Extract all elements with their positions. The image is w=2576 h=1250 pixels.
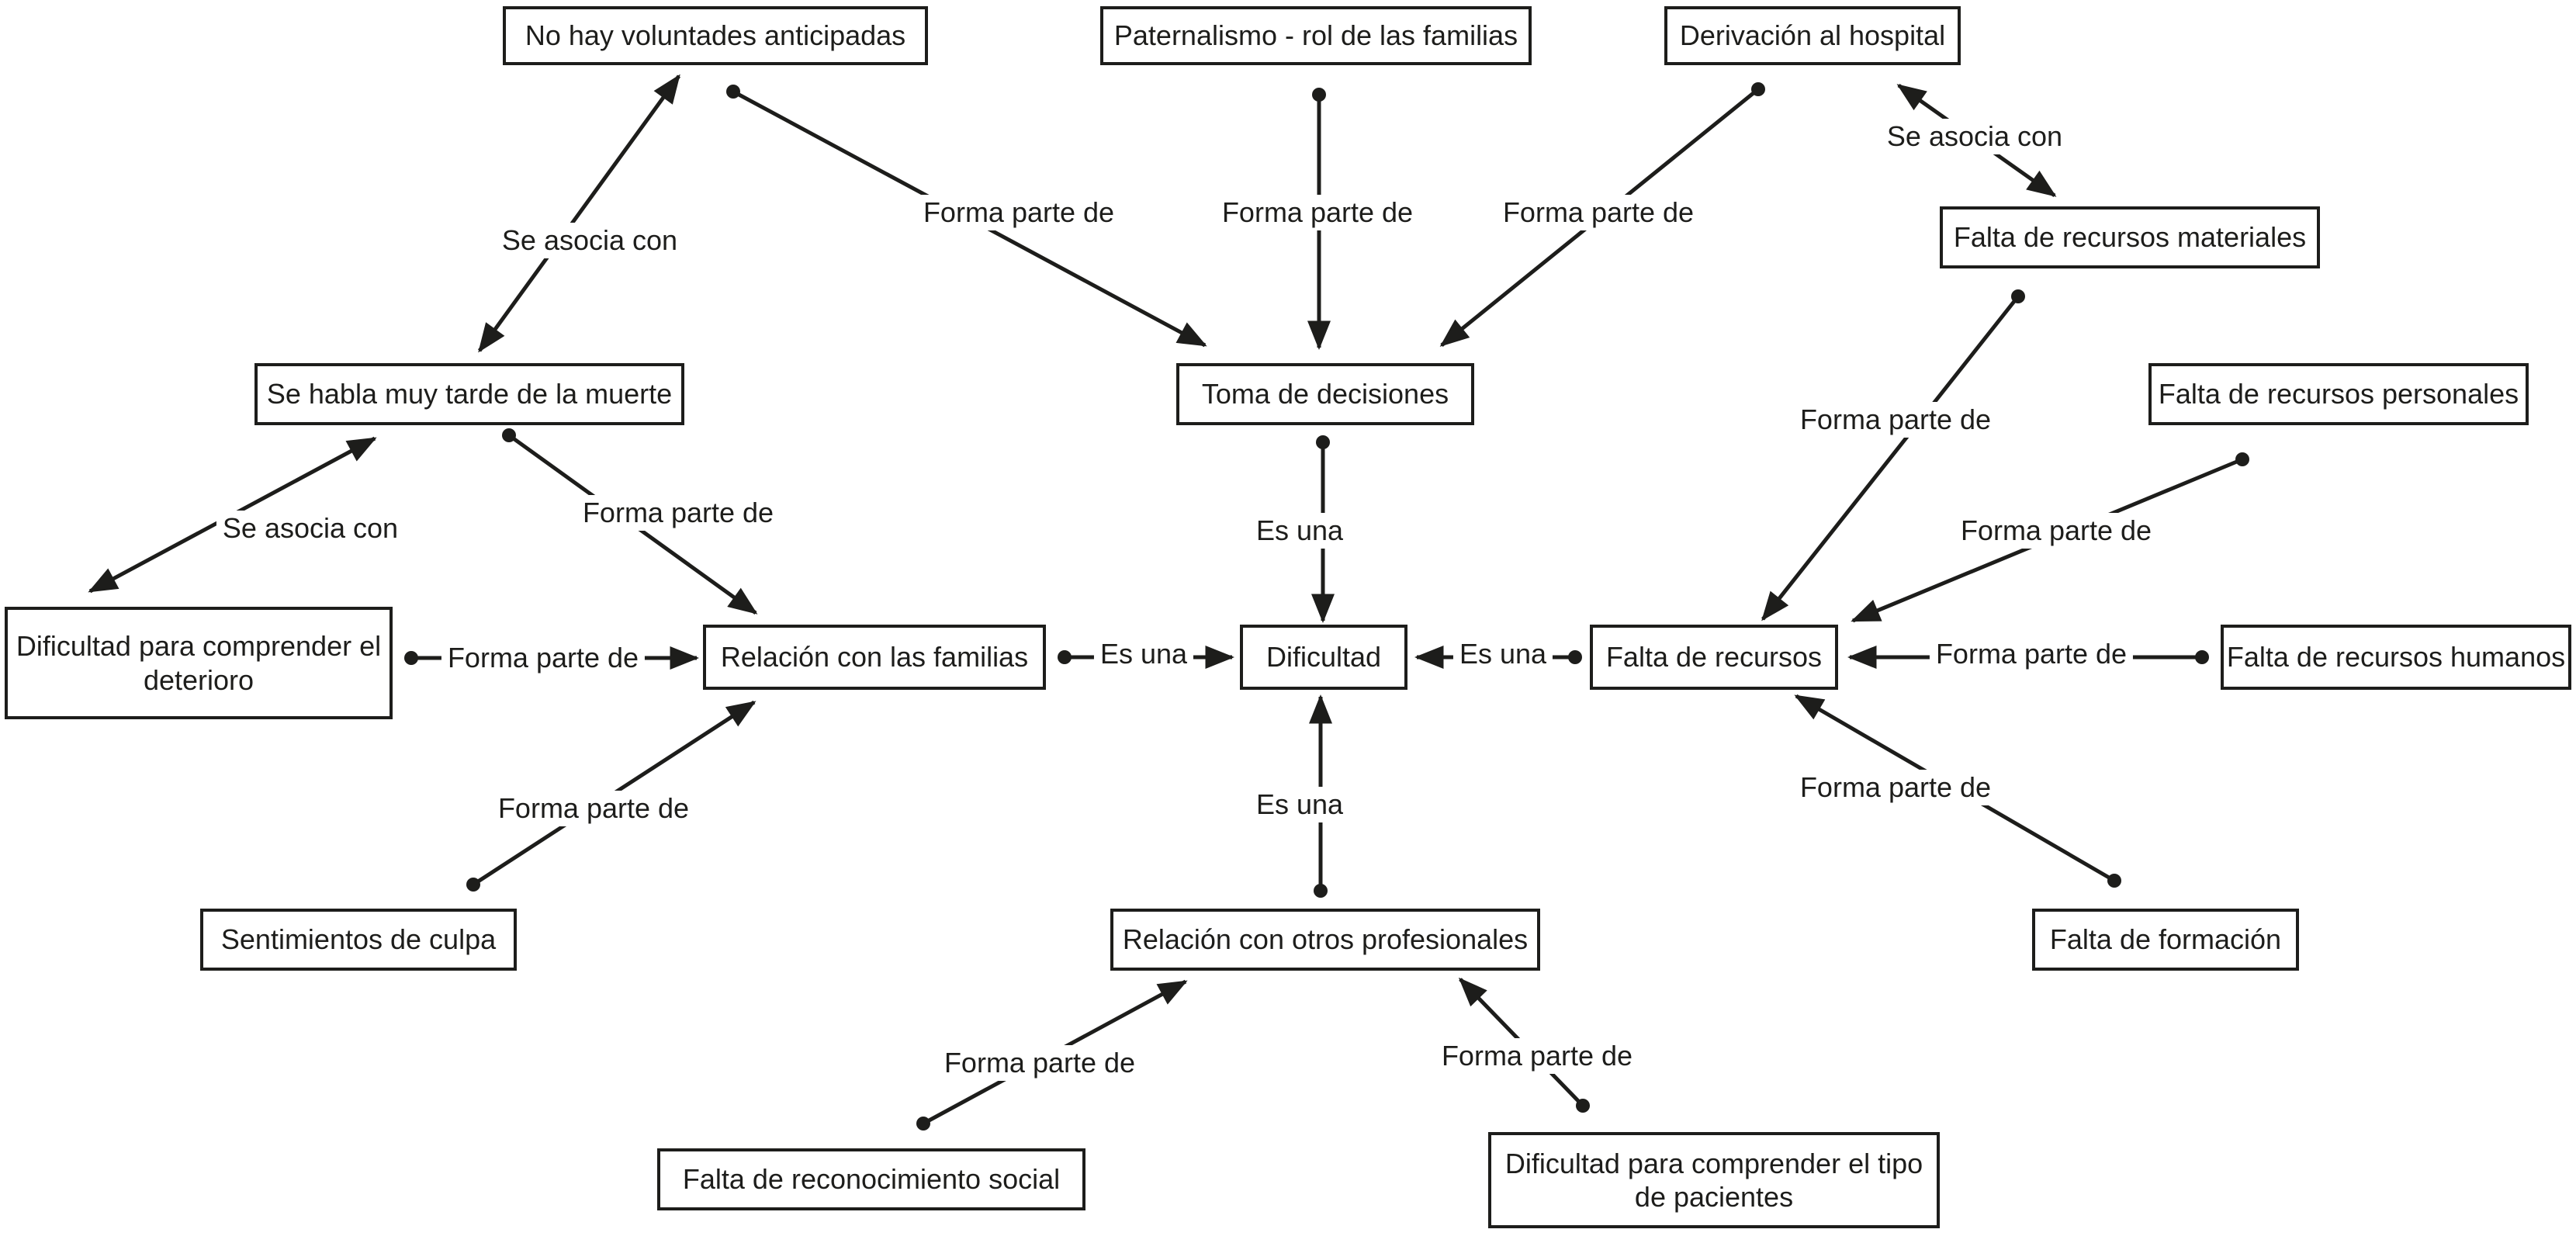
edge-label-es-una: Es una: [1249, 787, 1350, 822]
node-derivacion: Derivación al hospital: [1664, 6, 1961, 65]
node-falta-recursos: Falta de recursos: [1590, 625, 1838, 690]
edge-label-forma-parte-de: Forma parte de: [1435, 1038, 1639, 1074]
node-paternalismo: Paternalismo - rol de las familias: [1100, 6, 1532, 65]
node-dificultad-deterioro: Dificultad para comprender el deterioro: [5, 607, 393, 719]
node-habla-tarde: Se habla muy tarde de la muerte: [254, 363, 684, 425]
edge-label-forma-parte-de: Forma parte de: [916, 195, 1121, 230]
node-toma-decisiones: Toma de decisiones: [1176, 363, 1474, 425]
edge-recursos-materiales-falta-recursos: [1761, 289, 2025, 622]
edge-label-forma-parte-de: Forma parte de: [1793, 402, 1998, 438]
node-recursos-humanos: Falta de recursos humanos: [2221, 625, 2571, 690]
edge-label-se-asocia-con: Se asocia con: [495, 223, 684, 258]
node-relacion-profesionales: Relación con otros profesionales: [1110, 909, 1540, 971]
edge-label-es-una: Es una: [1249, 513, 1350, 549]
edge-label-forma-parte-de: Forma parte de: [441, 640, 646, 676]
edge-label-forma-parte-de: Forma parte de: [1793, 770, 1998, 805]
node-falta-formacion: Falta de formación: [2032, 909, 2299, 971]
node-reconocimiento-social: Falta de reconocimiento social: [657, 1148, 1085, 1210]
edge-label-es-una: Es una: [1093, 636, 1194, 672]
edge-label-forma-parte-de: Forma parte de: [1496, 195, 1701, 230]
edge-label-forma-parte-de: Forma parte de: [1954, 513, 2159, 549]
edge-label-forma-parte-de: Forma parte de: [937, 1045, 1142, 1081]
node-dificultad: Dificultad: [1240, 625, 1407, 690]
edge-label-forma-parte-de: Forma parte de: [576, 495, 781, 531]
edge-label-es-una: Es una: [1452, 636, 1553, 672]
edge-habla-tarde-no-voluntades: [477, 74, 681, 353]
node-sentimientos-culpa: Sentimientos de culpa: [200, 909, 517, 971]
node-recursos-personales: Falta de recursos personales: [2148, 363, 2529, 425]
node-recursos-materiales: Falta de recursos materiales: [1940, 206, 2320, 268]
edge-label-se-asocia-con: Se asocia con: [1880, 119, 2069, 154]
edge-label-forma-parte-de: Forma parte de: [491, 791, 696, 826]
node-relacion-familias: Relación con las familias: [703, 625, 1046, 690]
edge-label-se-asocia-con: Se asocia con: [216, 511, 405, 546]
edge-label-forma-parte-de: Forma parte de: [1929, 636, 2134, 672]
node-no-voluntades: No hay voluntades anticipadas: [503, 6, 928, 65]
node-dificultad-pacientes: Dificultad para comprender el tipo de pa…: [1488, 1132, 1940, 1228]
edge-label-forma-parte-de: Forma parte de: [1215, 195, 1420, 230]
